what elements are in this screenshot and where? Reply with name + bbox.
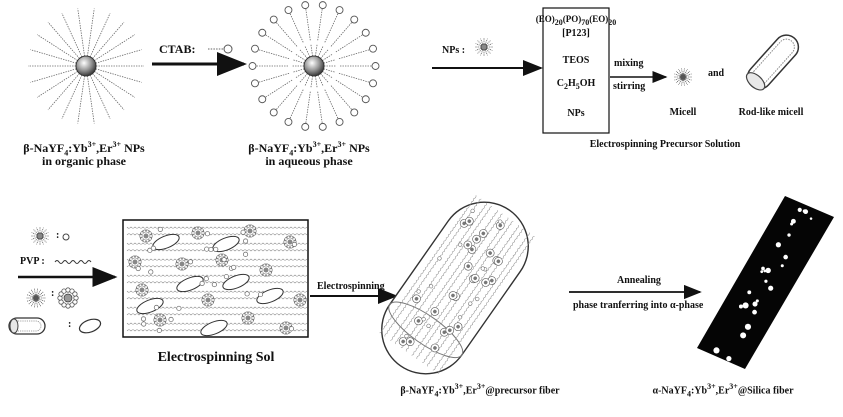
- stirring-label: stirring: [613, 81, 646, 92]
- ctab-label: CTAB:: [159, 42, 196, 56]
- box-nps: NPs: [567, 108, 585, 119]
- np-organic-label: β-NaYF4:Yb3+,Er3+ NPs: [23, 140, 145, 158]
- sol-contents: [126, 224, 308, 337]
- rod-micell-label: Rod-like micell: [738, 107, 804, 118]
- np-aqueous-label-2: in aqueous phase: [265, 154, 353, 168]
- box-formula: (EO)20(PO)70(EO)20: [535, 14, 617, 27]
- box-teos: TEOS: [562, 55, 590, 66]
- coated-np-small-icon: [57, 287, 79, 309]
- rod-small-icon: [8, 317, 46, 335]
- phase-label: phase tranferring into α-phase: [573, 300, 704, 311]
- legend-colon-1: :: [56, 230, 60, 241]
- np-organic-phase-illustration: [28, 8, 144, 124]
- ellipse-icon: [78, 318, 102, 334]
- small-circle-icon: [62, 233, 70, 241]
- np-small-icon: [31, 227, 49, 245]
- precursor-box: [542, 7, 610, 134]
- nps-label: NPs :: [442, 45, 466, 56]
- silica-fiber-label: α-NaYF4:Yb3+,Er3+@Silica fiber: [652, 382, 794, 399]
- micell-label: Micell: [669, 107, 697, 118]
- micell-illustration: [674, 68, 692, 86]
- box-ethanol: C2H5OH: [556, 78, 596, 91]
- np-organic-label-2: in organic phase: [41, 154, 127, 168]
- np-aqueous-phase-illustration: [248, 1, 380, 131]
- ctab-molecule-icon: [208, 44, 233, 54]
- silica-fiber-illustration: [697, 196, 834, 369]
- legend-colon-2: :: [51, 288, 55, 299]
- pvp-chain-icon: [54, 260, 92, 264]
- precursor-fiber-label: β-NaYF4:Yb3+,Er3+@precursor fiber: [400, 382, 560, 399]
- np-aqueous-label: β-NaYF4:Yb3+,Er3+ NPs: [248, 140, 370, 158]
- and-label: and: [708, 68, 725, 79]
- box-p123: [P123]: [562, 28, 590, 39]
- legend-colon-3: :: [68, 319, 72, 330]
- electrospinning-label: Electrospinning: [317, 281, 385, 292]
- precursor-solution-label: Electrospinning Precursor Solution: [589, 139, 741, 150]
- rod-like-micell-illustration: [745, 34, 800, 91]
- np-small-icon: [475, 38, 493, 56]
- micell-small-icon: [26, 288, 46, 308]
- mixing-label: mixing: [614, 58, 644, 69]
- annealing-label: Annealing: [617, 275, 661, 286]
- sol-box: [122, 219, 309, 338]
- sol-label: Electrospinning Sol: [157, 350, 275, 365]
- precursor-fiber-illustration: [379, 195, 535, 375]
- pvp-label: PVP :: [20, 256, 45, 267]
